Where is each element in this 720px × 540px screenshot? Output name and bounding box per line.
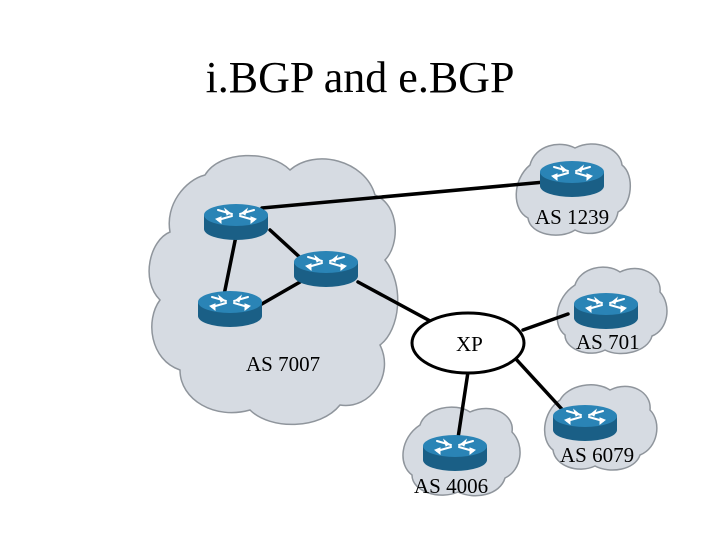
exchange-point-ellipse — [410, 311, 526, 375]
router-icon — [573, 292, 639, 330]
cloud-as7007 — [148, 154, 399, 426]
router-icon — [552, 404, 618, 442]
label-as4006: AS 4006 — [414, 474, 489, 498]
router-icon — [197, 290, 263, 328]
router-icon — [539, 160, 605, 198]
router-icon — [422, 434, 488, 472]
link-xp-as701 — [521, 312, 570, 332]
router-icon — [293, 250, 359, 288]
label-xp: XP — [456, 332, 483, 356]
link-r2-xp — [356, 280, 434, 324]
label-as7007: AS 7007 — [246, 352, 321, 376]
label-as6079: AS 6079 — [560, 443, 635, 467]
slide-title: i.BGP and e.BGP — [205, 53, 515, 102]
label-as701: AS 701 — [576, 330, 640, 354]
link-xp-as4006 — [456, 370, 470, 440]
label-as1239: AS 1239 — [535, 205, 610, 229]
router-icon — [203, 203, 269, 241]
link-r1-r3 — [222, 234, 238, 297]
link-r1-as1239 — [260, 180, 547, 210]
link-r2-r3 — [258, 280, 302, 307]
link-xp-as6079 — [513, 356, 572, 420]
